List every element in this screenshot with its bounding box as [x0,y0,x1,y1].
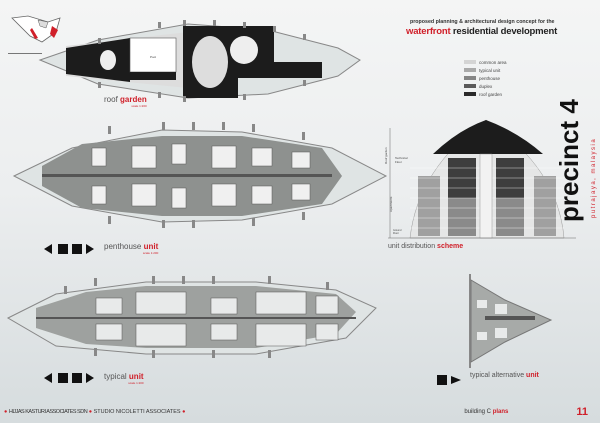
sheet-highlight: plans [492,409,509,415]
alternative-title: typical alternative unit [470,372,539,379]
key-plan-icon [11,15,61,43]
typical-highlight: unit [128,372,144,381]
legend-swatch [464,60,476,64]
firm-2: STUDIO NICOLETTI ASSOCIATES [93,409,181,415]
roof-highlight: garden [120,95,147,104]
pool-label: Pool [150,55,157,59]
level-ground-floor: Ground Floor [393,229,402,235]
typical-unit-plan [6,276,377,358]
penthouse-scale: scale 1:200 [142,251,159,255]
penthouse-plan [12,122,388,228]
legend-label: roof garden [479,91,503,97]
legend: common area typical unit penthouse duple… [464,58,507,98]
typical-alternative-plan [469,274,553,368]
penthouse-label: penthouse [104,242,142,251]
legend-label: penthouse [479,75,501,81]
page-number: 11 [576,406,588,418]
section-label: unit distribution [388,243,436,250]
penthouse-title: penthouse unit scale 1:200 [104,242,158,255]
legend-label: typical unit [479,67,501,73]
sheet-label: building C [464,409,492,415]
level-apartments: Apartments [389,196,393,212]
typical-label: typical [104,372,127,381]
title-highlight: waterfront [406,26,451,37]
legend-swatch [464,76,476,80]
legend-swatch [464,92,476,96]
section-highlight: scheme [437,243,464,250]
alternative-highlight: unit [526,372,539,379]
bullet-icon: ● [4,409,8,415]
legend-item: roof garden [464,90,507,98]
level-roof-garden: Roof garden [384,147,388,164]
scale-bar [8,52,42,54]
legend-item: common area [464,58,507,66]
subtitle: proposed planning & architectural design… [410,19,555,25]
bullet-icon: ● [182,409,186,415]
firm-1: HIJJAS KASTURI ASSOCIATES SDN [8,409,88,415]
bullet-icon: ● [88,409,93,415]
legend-swatch [464,84,476,88]
legend-item: typical unit [464,66,507,74]
title-rest: residential development [452,26,558,37]
penthouse-highlight: unit [143,242,159,251]
legend-label: duplex [479,83,493,89]
legend-item: duplex [464,82,507,90]
project-location: putrajaya, malaysia [591,137,597,218]
footer: ● HIJJAS KASTURI ASSOCIATES SDN ● STUDIO… [4,405,596,419]
legend-swatch [464,68,476,72]
penthouse-key-icon [44,244,94,254]
sheet-title: building C plans [464,409,508,415]
alternative-key-icon [437,375,461,385]
typical-scale: scale 1:200 [128,381,144,385]
legend-item: penthouse [464,74,507,82]
alternative-label: typical alternative [470,372,525,379]
roof-label: roof [104,95,118,104]
typical-key-icon [44,373,94,383]
typical-title: typical unit scale 1:200 [104,372,144,385]
legend-label: common area [479,59,507,65]
roof-scale: scale 1:200 [131,104,147,108]
main-title: waterfront residential development [406,26,557,37]
section-title: unit distribution scheme [388,243,463,250]
roof-garden-plan [38,20,361,102]
roof-garden-title: roof garden scale 1:200 [104,95,147,108]
level-technical-floor: Technical Floor [395,156,408,164]
unit-distribution-section [388,119,576,239]
